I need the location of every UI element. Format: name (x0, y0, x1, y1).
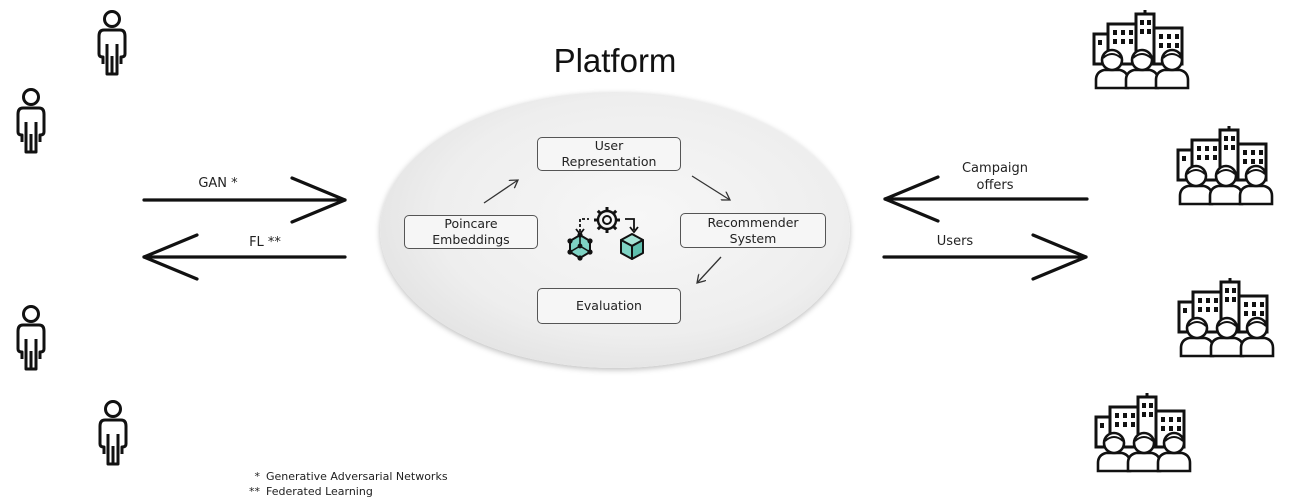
fl-arrow (142, 233, 347, 281)
footnote-fl: ** Federated Learning (240, 485, 373, 498)
node-evaluation: Evaluation (537, 288, 681, 324)
cycle-arrow (697, 256, 722, 283)
footnote-text: Generative Adversarial Networks (266, 470, 448, 483)
cycle-arrow (691, 175, 730, 200)
node-poincare-embeddings: Poincare Embeddings (404, 215, 538, 249)
footnote-gan: * Generative Adversarial Networks (240, 470, 448, 483)
person-icon (97, 10, 127, 76)
footnote-marker: * (254, 470, 261, 483)
footnote-marker: ** (249, 485, 260, 498)
person-icon (16, 305, 46, 371)
campaign-offers-arrow (883, 175, 1089, 223)
gan-label: GAN * (198, 176, 238, 191)
company-icon (1092, 8, 1190, 90)
node-user-representation: User Representation (537, 137, 681, 171)
users-arrow (882, 233, 1088, 281)
person-icon (98, 400, 128, 466)
campaign-offers-label: Campaign offers (961, 161, 1029, 193)
fl-label: FL ** (249, 235, 281, 250)
company-icon (1176, 124, 1274, 206)
cycle-arrow (483, 180, 518, 204)
users-label: Users (936, 234, 974, 249)
company-icon (1094, 391, 1192, 473)
node-recommender-system: Recommender System (680, 213, 826, 248)
person-icon (16, 88, 46, 154)
model-process-icon (567, 207, 644, 261)
diagram-title: Platform (553, 42, 677, 79)
gan-arrow (142, 176, 347, 224)
company-icon (1177, 276, 1275, 358)
footnote-text: Federated Learning (266, 485, 373, 498)
